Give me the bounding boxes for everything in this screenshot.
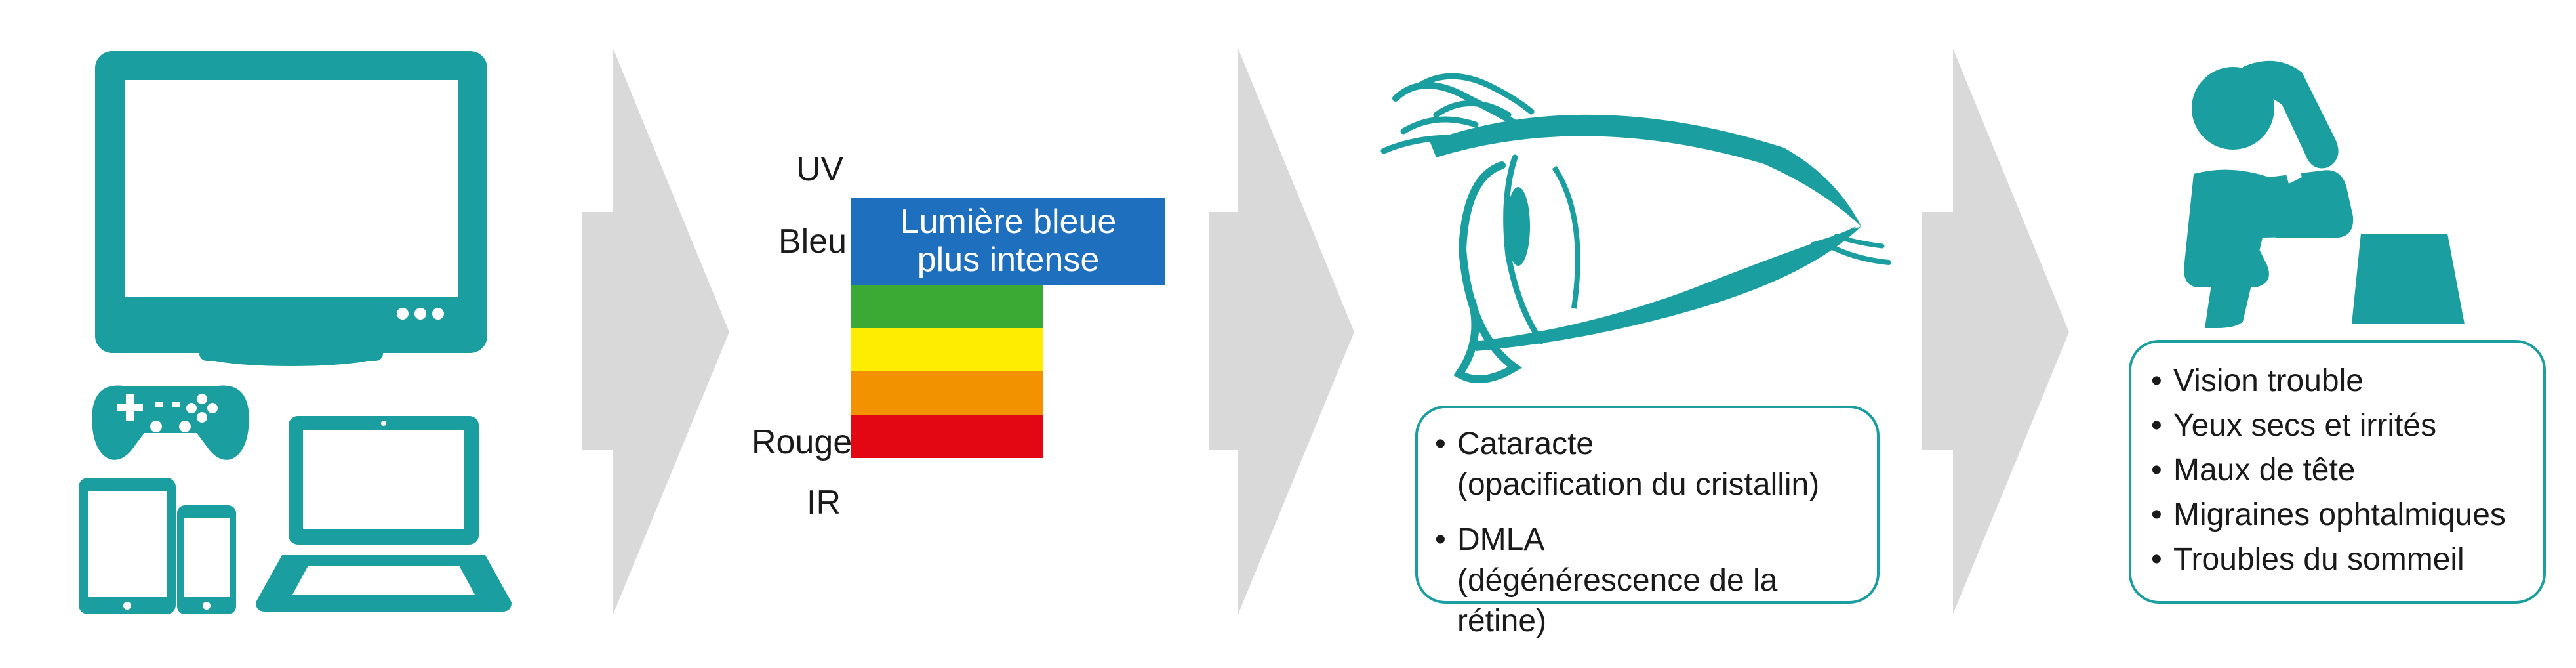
symptom-text: Migraines ophtalmiques [2173,497,2506,532]
blue-band [851,198,1165,285]
condition-detail: (dégénérescence de la rétine) [1457,563,1778,638]
eye-conditions-box: • Cataracte (opacification du cristallin)… [1415,406,1880,638]
orange-band [851,371,1043,415]
bullet: • [2151,364,2162,398]
list-item: • Troubles du sommeil [2151,539,2524,580]
arrow-2 [1209,49,1354,614]
monitor-icon [95,51,487,366]
blue-band-line1: Lumière bleue [900,203,1117,241]
laptop-icon [256,416,512,612]
bullet: • [2151,453,2162,488]
symptom-text: Maux de tête [2173,453,2356,488]
red-band [851,415,1043,458]
arrow-3 [1922,49,2069,614]
arrow-1 [582,49,729,614]
blue-band-line2: plus intense [917,241,1100,279]
green-band [851,285,1043,328]
list-item: • Vision trouble [2151,361,2524,402]
condition-title: DMLA [1457,522,1545,557]
list-item: • DMLA (dégénérescence de la rétine) [1435,520,1860,642]
rouge-label: Rouge [752,423,853,461]
bullet: • [1435,427,1446,461]
ir-label: IR [807,484,841,522]
uv-label: UV [796,150,844,188]
bleu-label: Bleu [778,222,847,261]
symptom-text: Yeux secs et irrités [2173,408,2437,443]
list-item: • Cataracte (opacification du cristallin) [1435,424,1860,505]
gamepad-icon [92,385,249,460]
smartphone-icon [177,505,236,614]
bullet: • [2151,408,2162,443]
tablet-icon [79,478,176,614]
bullet: • [1435,522,1446,557]
symptom-text: Vision trouble [2173,364,2364,398]
condition-detail: (opacification du cristallin) [1457,467,1820,502]
symptom-text: Troubles du sommeil [2173,542,2465,577]
bullet: • [2151,542,2162,577]
condition-title: Cataracte [1457,427,1594,461]
yellow-band [851,328,1043,371]
bullet: • [2151,497,2162,532]
list-item: • Migraines ophtalmiques [2151,495,2524,535]
list-item: • Maux de tête [2151,450,2524,491]
symptoms-box: • Vision trouble • Yeux secs et irrités • M… [2129,340,2546,604]
list-item: • Yeux secs et irrités [2151,406,2524,446]
